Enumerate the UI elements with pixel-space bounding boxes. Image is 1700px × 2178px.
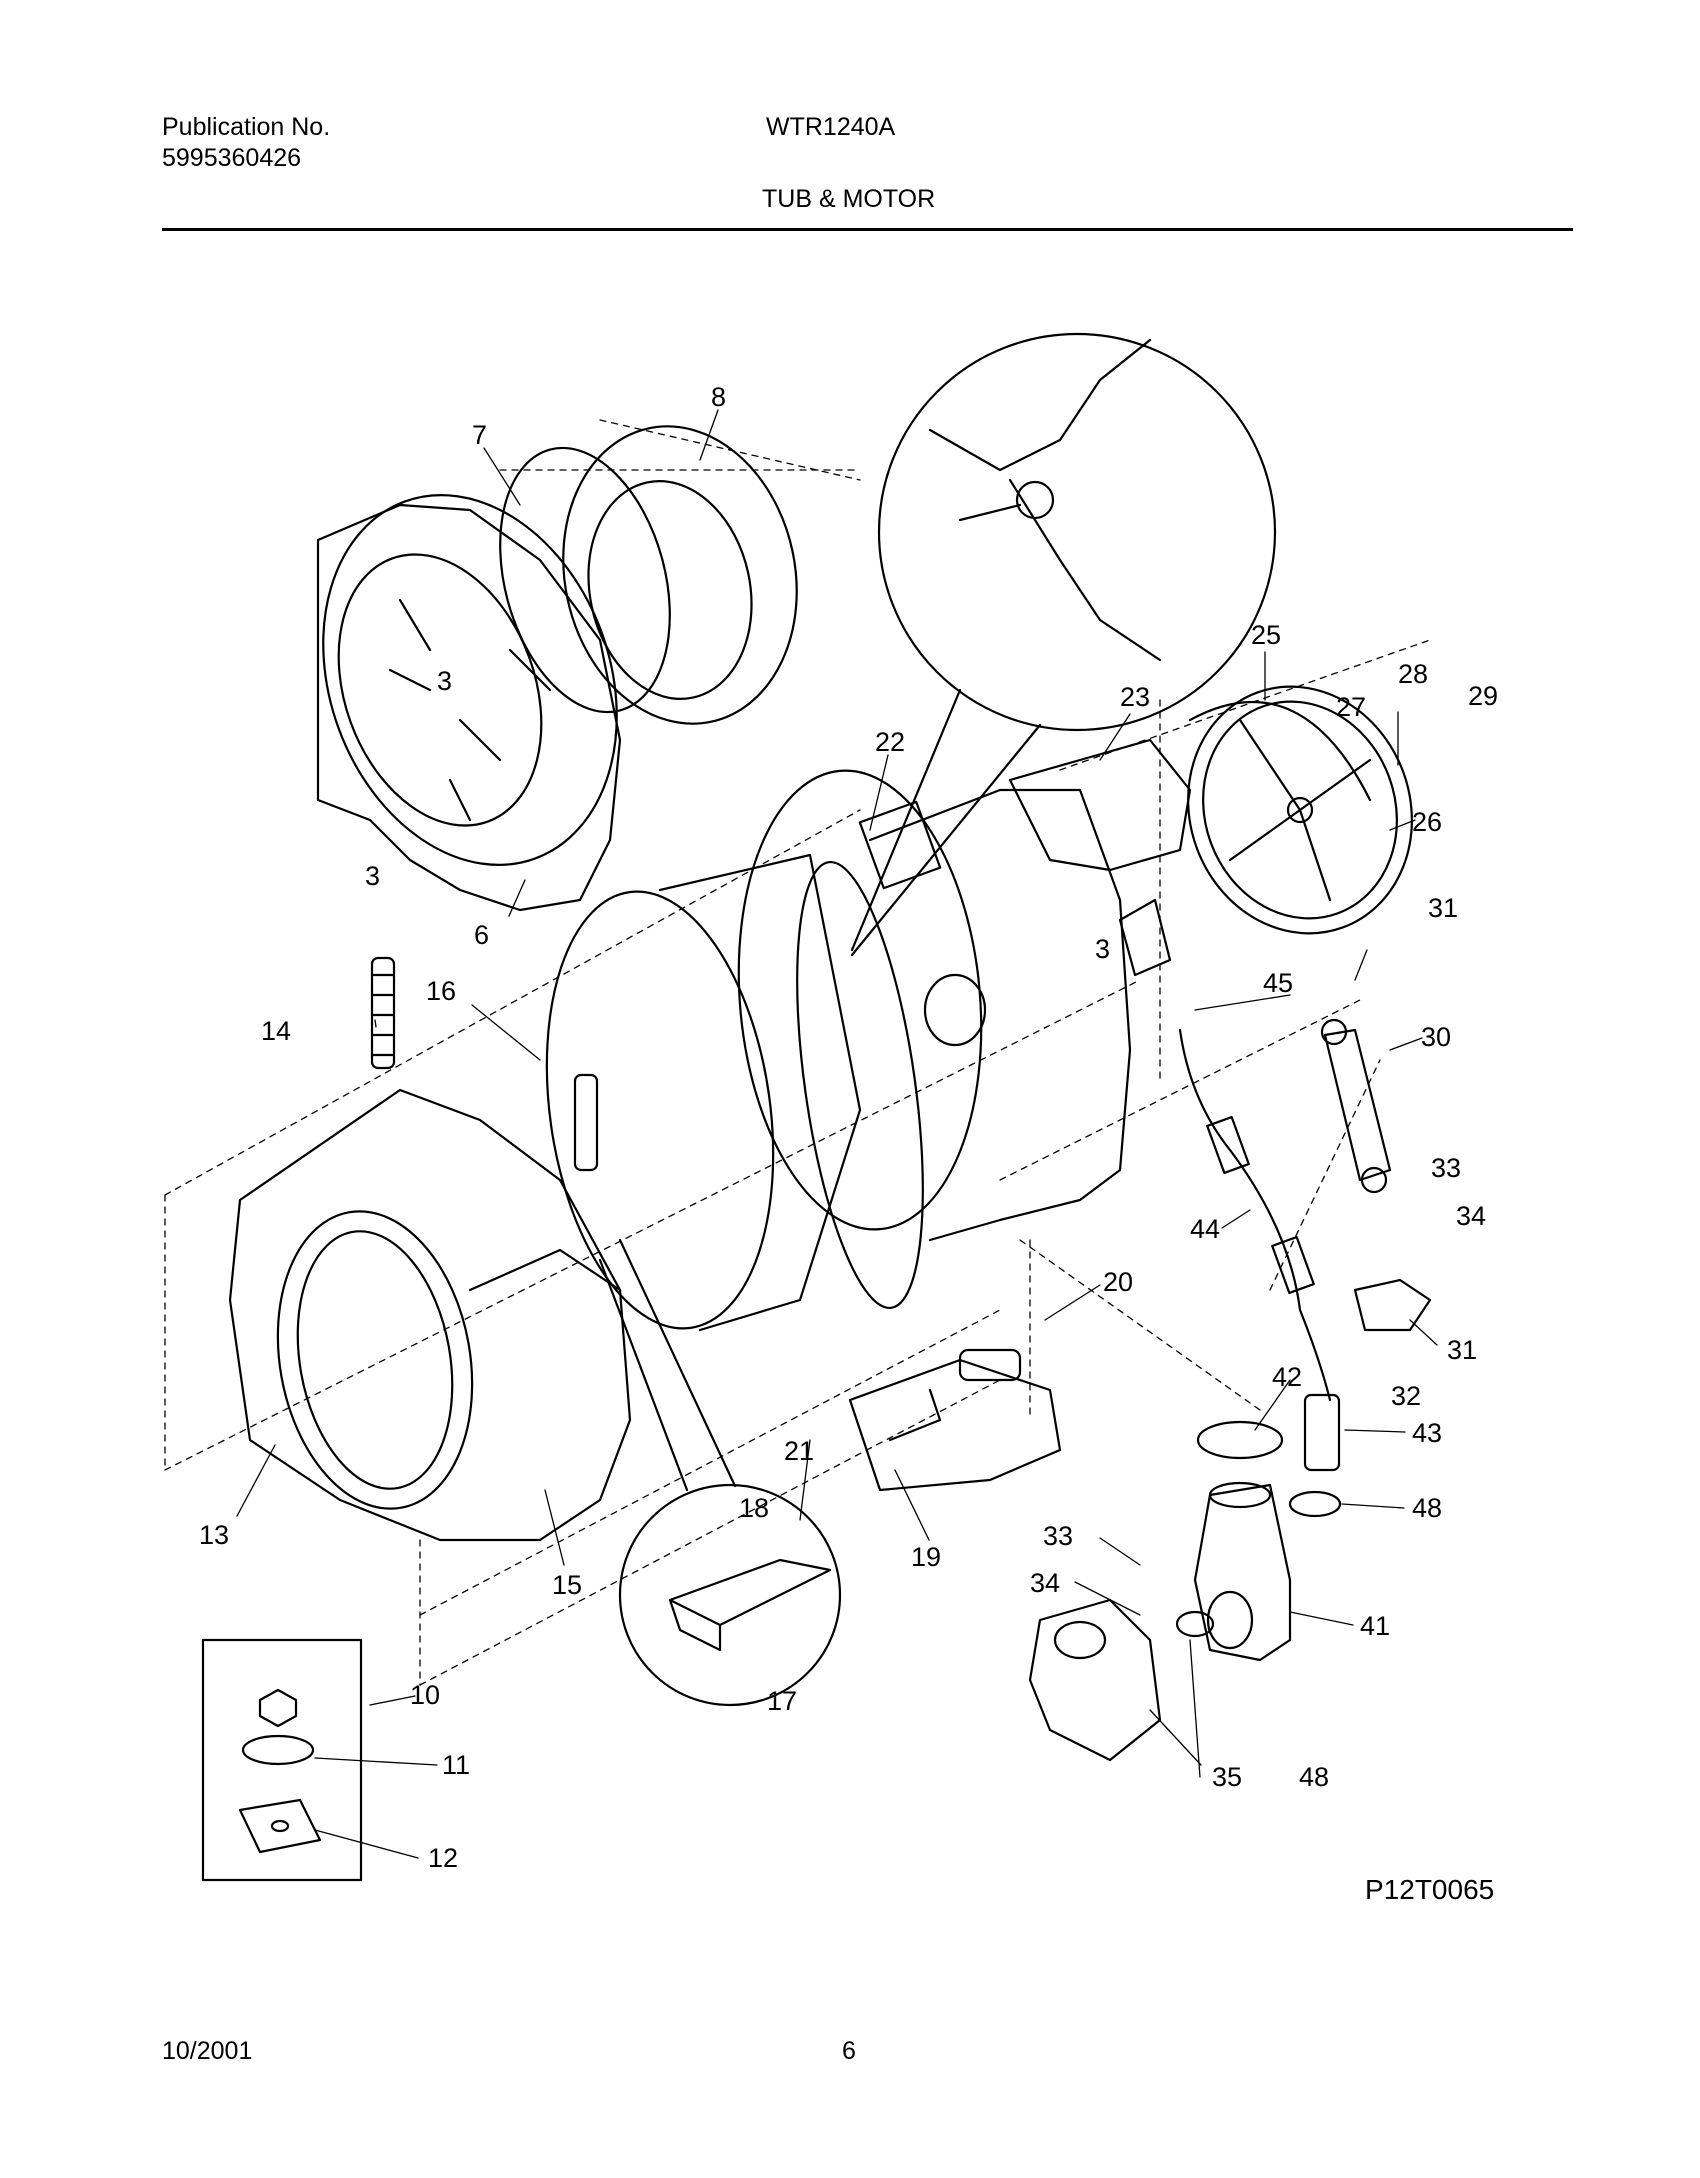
pump-housing [1193, 1481, 1292, 1662]
callout-numbers: 3 3 3 6 7 8 10 11 12 13 14 15 16 17 18 1… [199, 382, 1498, 1873]
ferrite-core-2 [1271, 1235, 1315, 1295]
page-number: 6 [842, 2037, 856, 2065]
spider-detail-magnifier [850, 332, 1277, 957]
callout-19: 19 [911, 1542, 941, 1572]
drum-pulley [1187, 685, 1413, 935]
callout-33-b: 33 [1043, 1521, 1073, 1551]
shock-mount-bracket [1353, 1278, 1432, 1332]
callout-33-a: 33 [1431, 1153, 1461, 1183]
callout-23: 23 [1120, 682, 1150, 712]
hose-clamp [1196, 1420, 1284, 1460]
baffle-detail-magnifier [598, 1238, 842, 1707]
callout-34-a: 34 [1456, 1201, 1486, 1231]
callout-32: 32 [1391, 1381, 1421, 1411]
callout-18: 18 [739, 1493, 769, 1523]
callout-17: 17 [767, 1686, 797, 1716]
callout-10: 10 [410, 1680, 440, 1710]
tub-seal-ring [499, 446, 671, 714]
callout-3-c: 3 [1095, 934, 1110, 964]
inner-drum-basket [545, 853, 924, 1332]
callout-6: 6 [474, 920, 489, 950]
publication-number: 5995360426 [162, 144, 302, 172]
shock-absorber [1118, 898, 1392, 1194]
pump-hose-clamp [1175, 1610, 1215, 1638]
hardware-inset-box [201, 1638, 363, 1882]
callout-26: 26 [1412, 807, 1442, 837]
callout-35: 35 [1212, 1762, 1242, 1792]
callout-27: 27 [1336, 692, 1366, 722]
callout-29: 29 [1468, 681, 1498, 711]
tub-spring [370, 956, 599, 1172]
rear-tub-cover [1008, 738, 1192, 872]
callout-34-b: 34 [1030, 1568, 1060, 1598]
callout-8: 8 [711, 382, 726, 412]
callout-44: 44 [1190, 1214, 1220, 1244]
drive-belt [1188, 700, 1372, 802]
callout-3-a: 3 [437, 666, 452, 696]
callout-45: 45 [1263, 968, 1293, 998]
hose-clamp-upper [1288, 1490, 1342, 1518]
callout-31-b: 31 [1447, 1335, 1477, 1365]
callout-7: 7 [472, 420, 487, 450]
callout-12: 12 [428, 1843, 458, 1873]
assembly-axis-lines [164, 419, 1431, 1686]
drain-cap [1303, 1393, 1341, 1472]
section-title: TUB & MOTOR [762, 185, 936, 213]
front-tub-cover [316, 494, 622, 912]
callout-30: 30 [1421, 1022, 1451, 1052]
callout-20: 20 [1103, 1267, 1133, 1297]
outer-tub [737, 769, 1132, 1242]
door-bellows [562, 425, 798, 725]
callout-3-b: 3 [365, 861, 380, 891]
drive-motor [848, 1348, 1062, 1492]
ferrite-core [1206, 1115, 1250, 1175]
callout-15: 15 [552, 1570, 582, 1600]
callout-41: 41 [1360, 1611, 1390, 1641]
drain-pump [1028, 1598, 1162, 1762]
callout-48-a: 48 [1412, 1493, 1442, 1523]
callout-48-b: 48 [1299, 1762, 1329, 1792]
callout-43: 43 [1412, 1418, 1442, 1448]
callout-25: 25 [1251, 620, 1281, 650]
callout-21: 21 [784, 1436, 814, 1466]
figure-code: P12T0065 [1365, 1874, 1495, 1905]
wiring-cable [1178, 1028, 1332, 1402]
callout-28: 28 [1398, 659, 1428, 689]
callout-14: 14 [261, 1016, 291, 1046]
publication-label: Publication No. [162, 113, 331, 141]
callout-leaders [236, 409, 1438, 1859]
callout-42: 42 [1272, 1362, 1302, 1392]
callout-31-a: 31 [1428, 893, 1458, 923]
model-number: WTR1240A [766, 113, 896, 141]
footer-date: 10/2001 [162, 2037, 253, 2065]
callout-11: 11 [442, 1750, 470, 1780]
callout-22: 22 [875, 727, 905, 757]
front-outer-tub [228, 1088, 632, 1542]
callout-16: 16 [426, 976, 456, 1006]
header-rule [162, 228, 1573, 231]
callout-13: 13 [199, 1520, 229, 1550]
